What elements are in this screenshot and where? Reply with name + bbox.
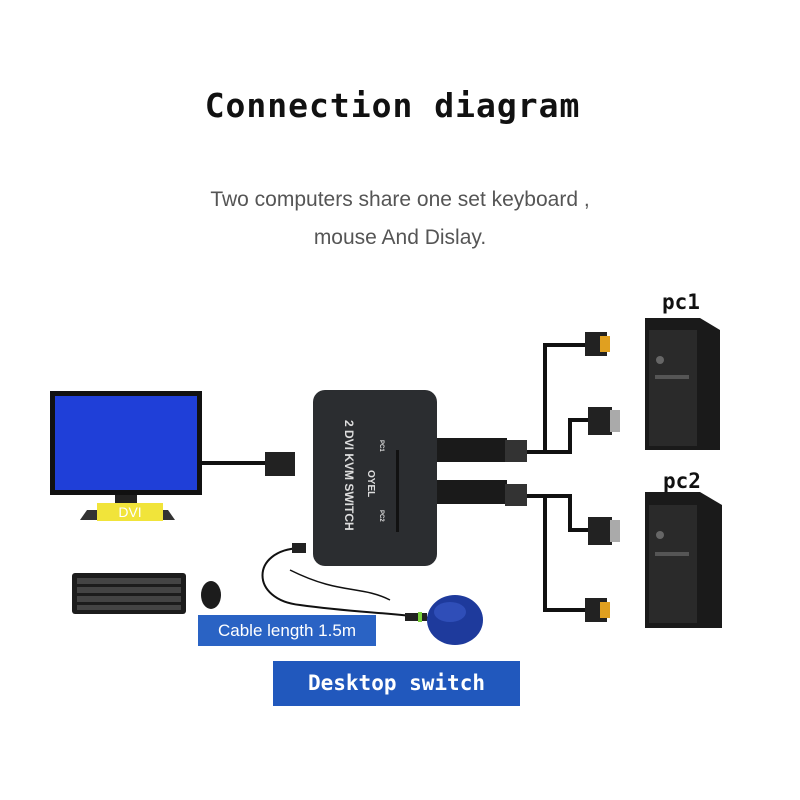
- pc2-label: pc2: [663, 469, 701, 493]
- pc2-tower: [645, 492, 722, 628]
- switch-model: 2 DVI KVM SWITCH: [342, 420, 356, 531]
- svg-text:PC2: PC2: [378, 510, 384, 522]
- dvi-label: DVI: [97, 503, 163, 521]
- pc1-usb-cable: [436, 343, 585, 454]
- keyboard: [72, 573, 186, 614]
- switch-button-cable: [261, 547, 431, 619]
- switch-brand: OYEL: [365, 470, 376, 497]
- mouse: [201, 581, 221, 609]
- svg-text:PC1: PC1: [378, 440, 384, 452]
- pc2-dvi-cable: [545, 494, 590, 532]
- pc2-usb-cable: [436, 488, 585, 612]
- subtitle-line-1: Two computers share one set keyboard ,: [210, 188, 590, 211]
- cable-length-label: Cable length 1.5m: [198, 615, 376, 646]
- dvi-connector-monitor: [265, 452, 295, 476]
- kvm-switch: 2 DVI KVM SWITCH OYEL PC1 PC2: [292, 390, 437, 566]
- monitor: [50, 391, 202, 520]
- page-title: Connection diagram: [204, 86, 581, 125]
- desktop-switch-button-label: Desktop switch button: [273, 661, 520, 740]
- pc1-dvi-cable: [545, 418, 590, 454]
- subtitle-line-2: mouse And Dislay.: [313, 226, 487, 249]
- pc1-label: pc1: [662, 290, 700, 314]
- pc1-tower: [645, 318, 720, 450]
- monitor-screen: [55, 396, 197, 490]
